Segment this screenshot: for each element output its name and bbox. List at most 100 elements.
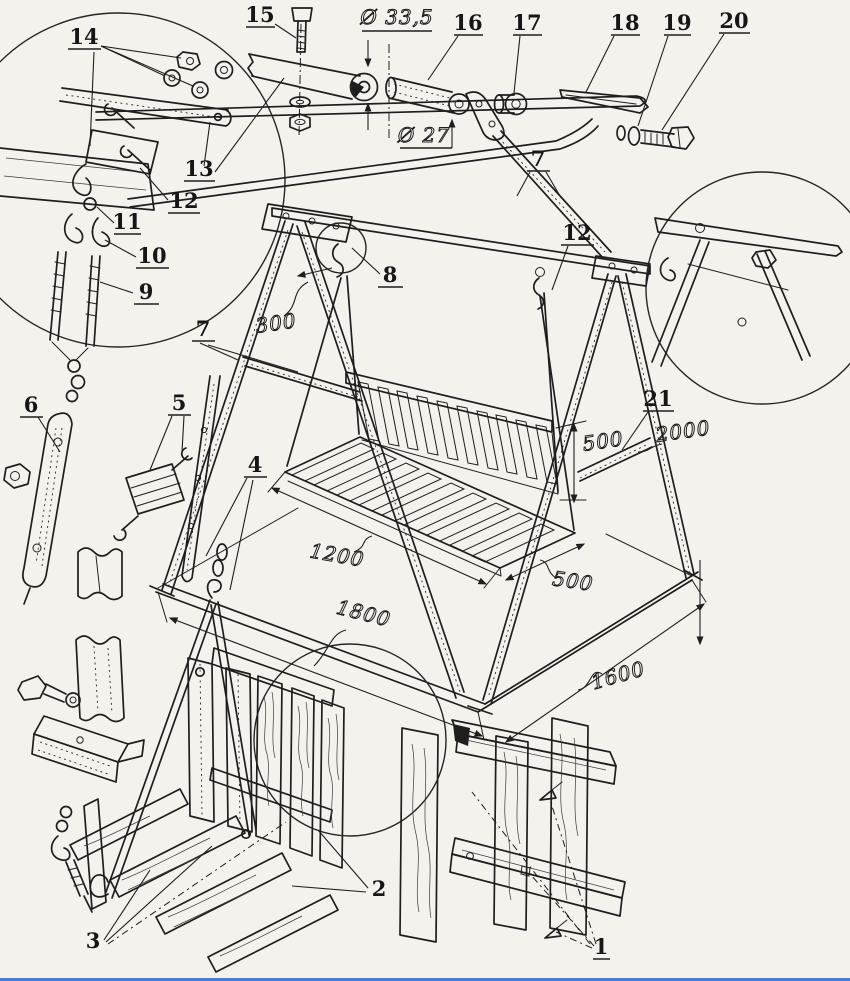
clamp-block-5 (125, 463, 185, 515)
detail-circle-right (645, 171, 850, 405)
bolt-15-shaft (296, 20, 307, 53)
label-6: 6 (24, 392, 39, 417)
bench-rod-front-right (543, 292, 559, 493)
nut-under-15 (289, 113, 311, 132)
back-frame-upright-left (187, 657, 215, 823)
bolt-tip (616, 125, 626, 141)
bar-18 (559, 89, 649, 114)
label-12-left: 12 (169, 188, 198, 213)
dim-2000: 2000 (653, 415, 712, 447)
label-16: 16 (453, 10, 482, 35)
chain-link (212, 559, 224, 577)
lower-angle-rail-top (451, 837, 626, 899)
strap-6 (22, 412, 73, 588)
rod-top-hook (206, 578, 222, 599)
top-beam-8 (271, 207, 651, 275)
bench-bottom-slat (109, 815, 246, 898)
chain-link (67, 359, 81, 373)
dim-dia-inner: Ø 27 (397, 123, 450, 147)
rod-tip (83, 895, 93, 913)
tube-16-ring (448, 93, 470, 115)
s-hook-bottom (50, 835, 71, 861)
wood-post (399, 727, 439, 943)
bushing-17 (504, 92, 528, 116)
label-17: 17 (512, 10, 541, 35)
rope-to-strap (51, 341, 89, 361)
rope-end-right (85, 255, 101, 347)
right-hanger-hook (532, 277, 545, 310)
label-15: 15 (245, 2, 274, 27)
washer (191, 81, 209, 99)
dimensions: Ø 33,5 Ø 27 300 500 2000 1200 500 1800 (157, 5, 712, 743)
lower-angle-rail-face (449, 853, 623, 917)
bolt-20-shaft (640, 129, 675, 148)
hook-10b (91, 217, 111, 247)
label-8: 8 (383, 262, 398, 287)
left-apex-plate (261, 203, 353, 243)
wood-slat (255, 675, 283, 845)
strap-tip (23, 587, 31, 605)
detail-circle-right-outline (645, 171, 850, 405)
nut-left (3, 463, 31, 489)
dim-1600: 1600 (588, 656, 647, 694)
canopy-strut-7 (492, 130, 612, 259)
dim-dia-outer: Ø 33,5 (359, 5, 433, 29)
rail-end-dark (453, 724, 470, 746)
label-11: 11 (112, 209, 141, 234)
bolt-dot (194, 666, 206, 678)
apex-left-leg (651, 239, 710, 367)
label-5: 5 (172, 390, 187, 415)
label-2: 2 (372, 876, 387, 901)
label-10: 10 (137, 243, 166, 268)
chain-ring-11 (83, 197, 97, 211)
canopy-lug (465, 91, 505, 141)
rod-hook-bottom (89, 874, 109, 898)
bracket-12 (85, 129, 159, 175)
label-13: 13 (184, 156, 213, 181)
label-3: 3 (86, 928, 101, 953)
corner-bracket-face (31, 733, 119, 783)
apex-hook (659, 257, 676, 282)
hanging-bench (284, 275, 576, 577)
washer-19 (627, 126, 641, 146)
chain-link (216, 543, 228, 561)
part-labels: 14 15 13 12 11 10 9 16 17 18 19 20 (20, 2, 750, 960)
plank (0, 147, 155, 211)
channel-piece-upper (77, 547, 123, 601)
back-frame-upright-right (225, 667, 253, 833)
clamp-bolt-a (171, 447, 193, 471)
bench-rod-rear-right (539, 295, 575, 531)
bolt-15-head (291, 7, 313, 22)
bench-bottom-slat (207, 894, 339, 973)
rope-end-left (49, 251, 67, 341)
corner-bracket-flange (117, 739, 145, 763)
detail-circle-left-outline (0, 12, 286, 348)
bracket-screw-b (119, 145, 151, 171)
canopy-front-tube (127, 118, 599, 208)
square-hole (520, 865, 531, 877)
bracket-washer (65, 692, 81, 708)
bracket-bolt-shaft (43, 683, 67, 703)
right-rear-leg (617, 273, 695, 579)
cone-bolt (544, 927, 562, 939)
label-19: 19 (662, 10, 691, 35)
hook-10 (63, 213, 84, 244)
bench-rod-front-left (286, 277, 342, 467)
upper-angle-rail-top (451, 719, 617, 767)
bench-end-rail (83, 798, 107, 910)
label-18: 18 (610, 10, 639, 35)
bar-13 (59, 87, 232, 127)
bolt-centerline (298, 23, 302, 139)
left-hanger-hook (331, 243, 344, 278)
dim-1200: 1200 (308, 539, 366, 572)
main-swing-frame (149, 203, 703, 715)
chain-link (65, 389, 79, 403)
suspension-rod-short (210, 601, 257, 836)
label-12-right: 12 (562, 220, 591, 245)
tube-16-end (385, 76, 397, 100)
label-4: 4 (248, 452, 263, 477)
pivot-ring-33 (349, 72, 379, 102)
dim-1800: 1800 (334, 595, 393, 632)
dim-500-height: 500 (581, 426, 625, 455)
left-exploded-parts (3, 359, 221, 605)
